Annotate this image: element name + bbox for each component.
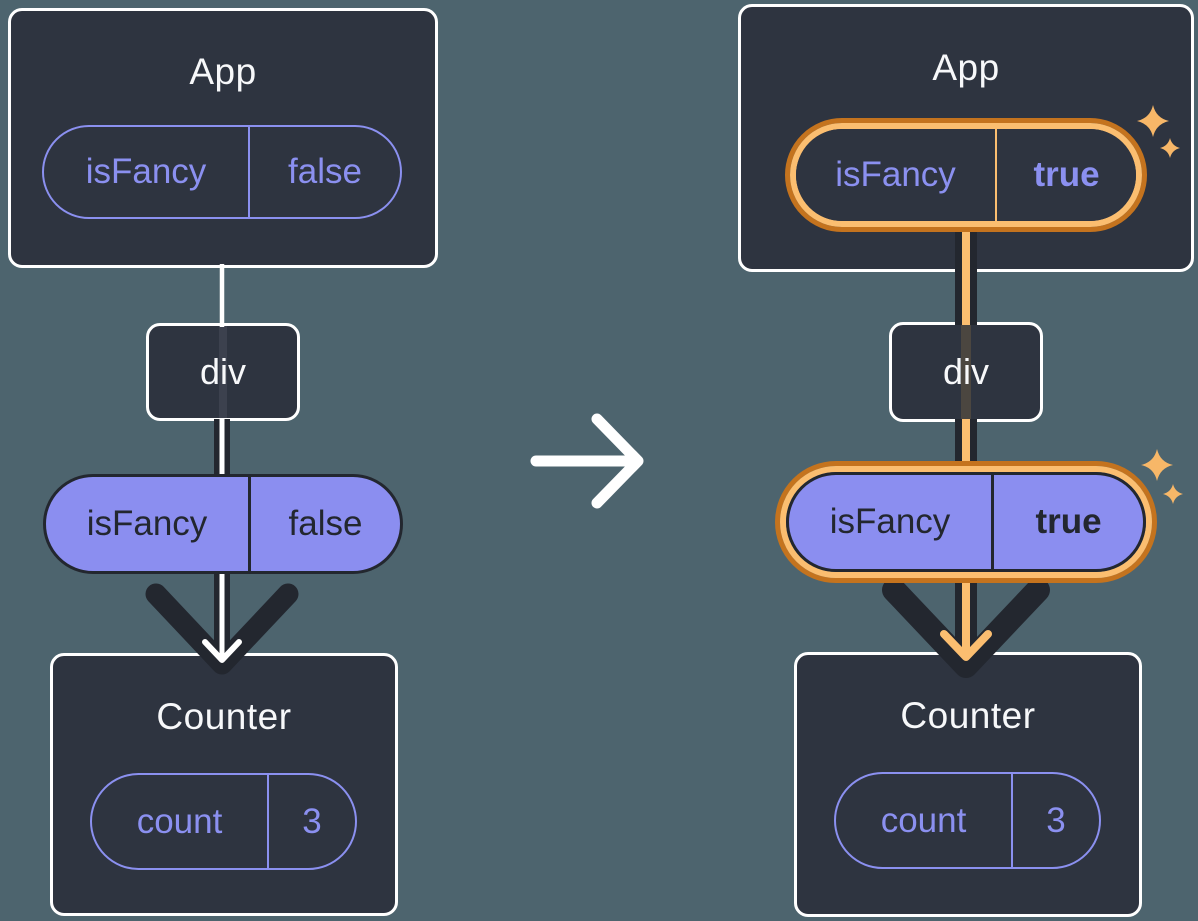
left-app-node: App isFancy false xyxy=(8,8,438,268)
left-passed-prop-pill: isFancy false xyxy=(43,474,403,574)
right-counter-title: Counter xyxy=(900,695,1036,736)
right-props-flow-arrow xyxy=(882,230,1050,678)
state-value: 3 xyxy=(302,801,322,841)
prop-name: isFancy xyxy=(796,129,997,221)
transition-arrow-icon xyxy=(530,413,644,509)
right-counter-state-pill: count 3 xyxy=(834,772,1101,869)
right-app-prop-pill-highlight: isFancy true xyxy=(785,118,1147,232)
prop-name: isFancy xyxy=(789,475,994,569)
left-div-label: div xyxy=(199,351,247,392)
right-counter-node: Counter count 3 xyxy=(794,652,1142,917)
left-app-title: App xyxy=(189,51,257,92)
right-app-prop-pill: isFancy true xyxy=(796,129,1136,221)
state-name: count xyxy=(836,774,1013,867)
right-passed-prop-pill-highlight: isFancy true xyxy=(775,461,1157,583)
left-counter-title: Counter xyxy=(156,696,292,737)
line-through-div xyxy=(219,326,227,418)
prop-value: false xyxy=(288,504,363,543)
right-passed-prop-pill: isFancy true xyxy=(786,472,1146,572)
prop-name: isFancy xyxy=(44,127,250,217)
line-through-div xyxy=(961,325,971,419)
right-app-title: App xyxy=(932,47,1000,88)
left-counter-state-pill: count 3 xyxy=(90,773,357,870)
left-app-prop-pill: isFancy false xyxy=(42,125,402,219)
state-value: 3 xyxy=(1046,800,1066,840)
highlight-ring-inner: isFancy true xyxy=(780,466,1152,578)
prop-name: isFancy xyxy=(46,477,251,571)
highlight-ring-inner: isFancy true xyxy=(790,123,1142,227)
left-div-node: div xyxy=(146,323,300,421)
state-name: count xyxy=(92,775,269,868)
prop-value: true xyxy=(1033,155,1100,194)
right-div-label: div xyxy=(942,351,990,392)
left-counter-node: Counter count 3 xyxy=(50,653,398,916)
right-div-node: div xyxy=(889,322,1043,422)
prop-value: false xyxy=(288,152,362,191)
prop-value: true xyxy=(1035,502,1102,541)
